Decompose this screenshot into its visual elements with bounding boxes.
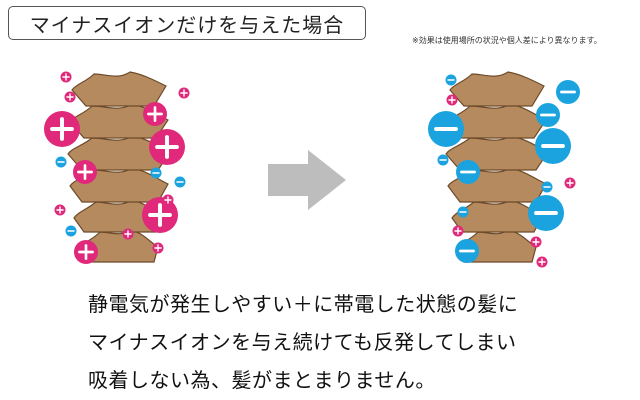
negative-ion-icon — [455, 239, 479, 263]
positive-ion-icon — [74, 240, 98, 264]
arrow-right-icon — [268, 150, 346, 210]
description-line: 静電気が発生しやすい＋に帯電した状態の髪に — [88, 285, 628, 323]
positive-ion-icon — [55, 205, 66, 216]
negative-ion-icon — [458, 207, 469, 218]
description: 静電気が発生しやすい＋に帯電した状態の髪に マイナスイオンを与え続けても反発して… — [88, 285, 628, 399]
positive-ion-icon — [179, 88, 190, 99]
positive-ion-icon — [453, 226, 464, 237]
positive-ion-icon — [143, 102, 167, 126]
positive-ion-icon — [163, 195, 174, 206]
negative-ion-icon — [428, 111, 464, 147]
negative-ion-icon — [528, 195, 564, 231]
positive-ion-icon — [44, 111, 80, 147]
positive-ion-icon — [123, 229, 134, 240]
positive-ion-icon — [447, 95, 458, 106]
description-line: マイナスイオンを与え続けても反発してしまい — [88, 323, 628, 361]
positive-ion-icon — [61, 72, 72, 83]
negative-ion-icon — [438, 155, 449, 166]
ion-figure — [0, 0, 640, 290]
positive-ion-icon — [537, 257, 548, 268]
negative-ion-icon — [556, 80, 580, 104]
positive-ion-icon — [565, 178, 576, 189]
positive-ion-icon — [73, 160, 97, 184]
negative-ion-icon — [175, 177, 186, 188]
negative-ion-icon — [446, 75, 457, 86]
negative-ion-icon — [542, 182, 553, 193]
negative-ion-icon — [66, 226, 77, 237]
positive-ion-icon — [65, 92, 76, 103]
negative-ion-icon — [456, 160, 480, 184]
description-line: 吸着しない為、髪がまとまりません。 — [88, 361, 628, 399]
positive-ion-icon — [531, 237, 542, 248]
negative-ion-icon — [536, 103, 560, 127]
negative-ion-icon — [535, 128, 571, 164]
positive-ion-icon — [153, 243, 164, 254]
positive-ion-icon — [149, 129, 185, 165]
negative-ion-icon — [56, 157, 67, 168]
negative-ion-icon — [151, 168, 162, 179]
